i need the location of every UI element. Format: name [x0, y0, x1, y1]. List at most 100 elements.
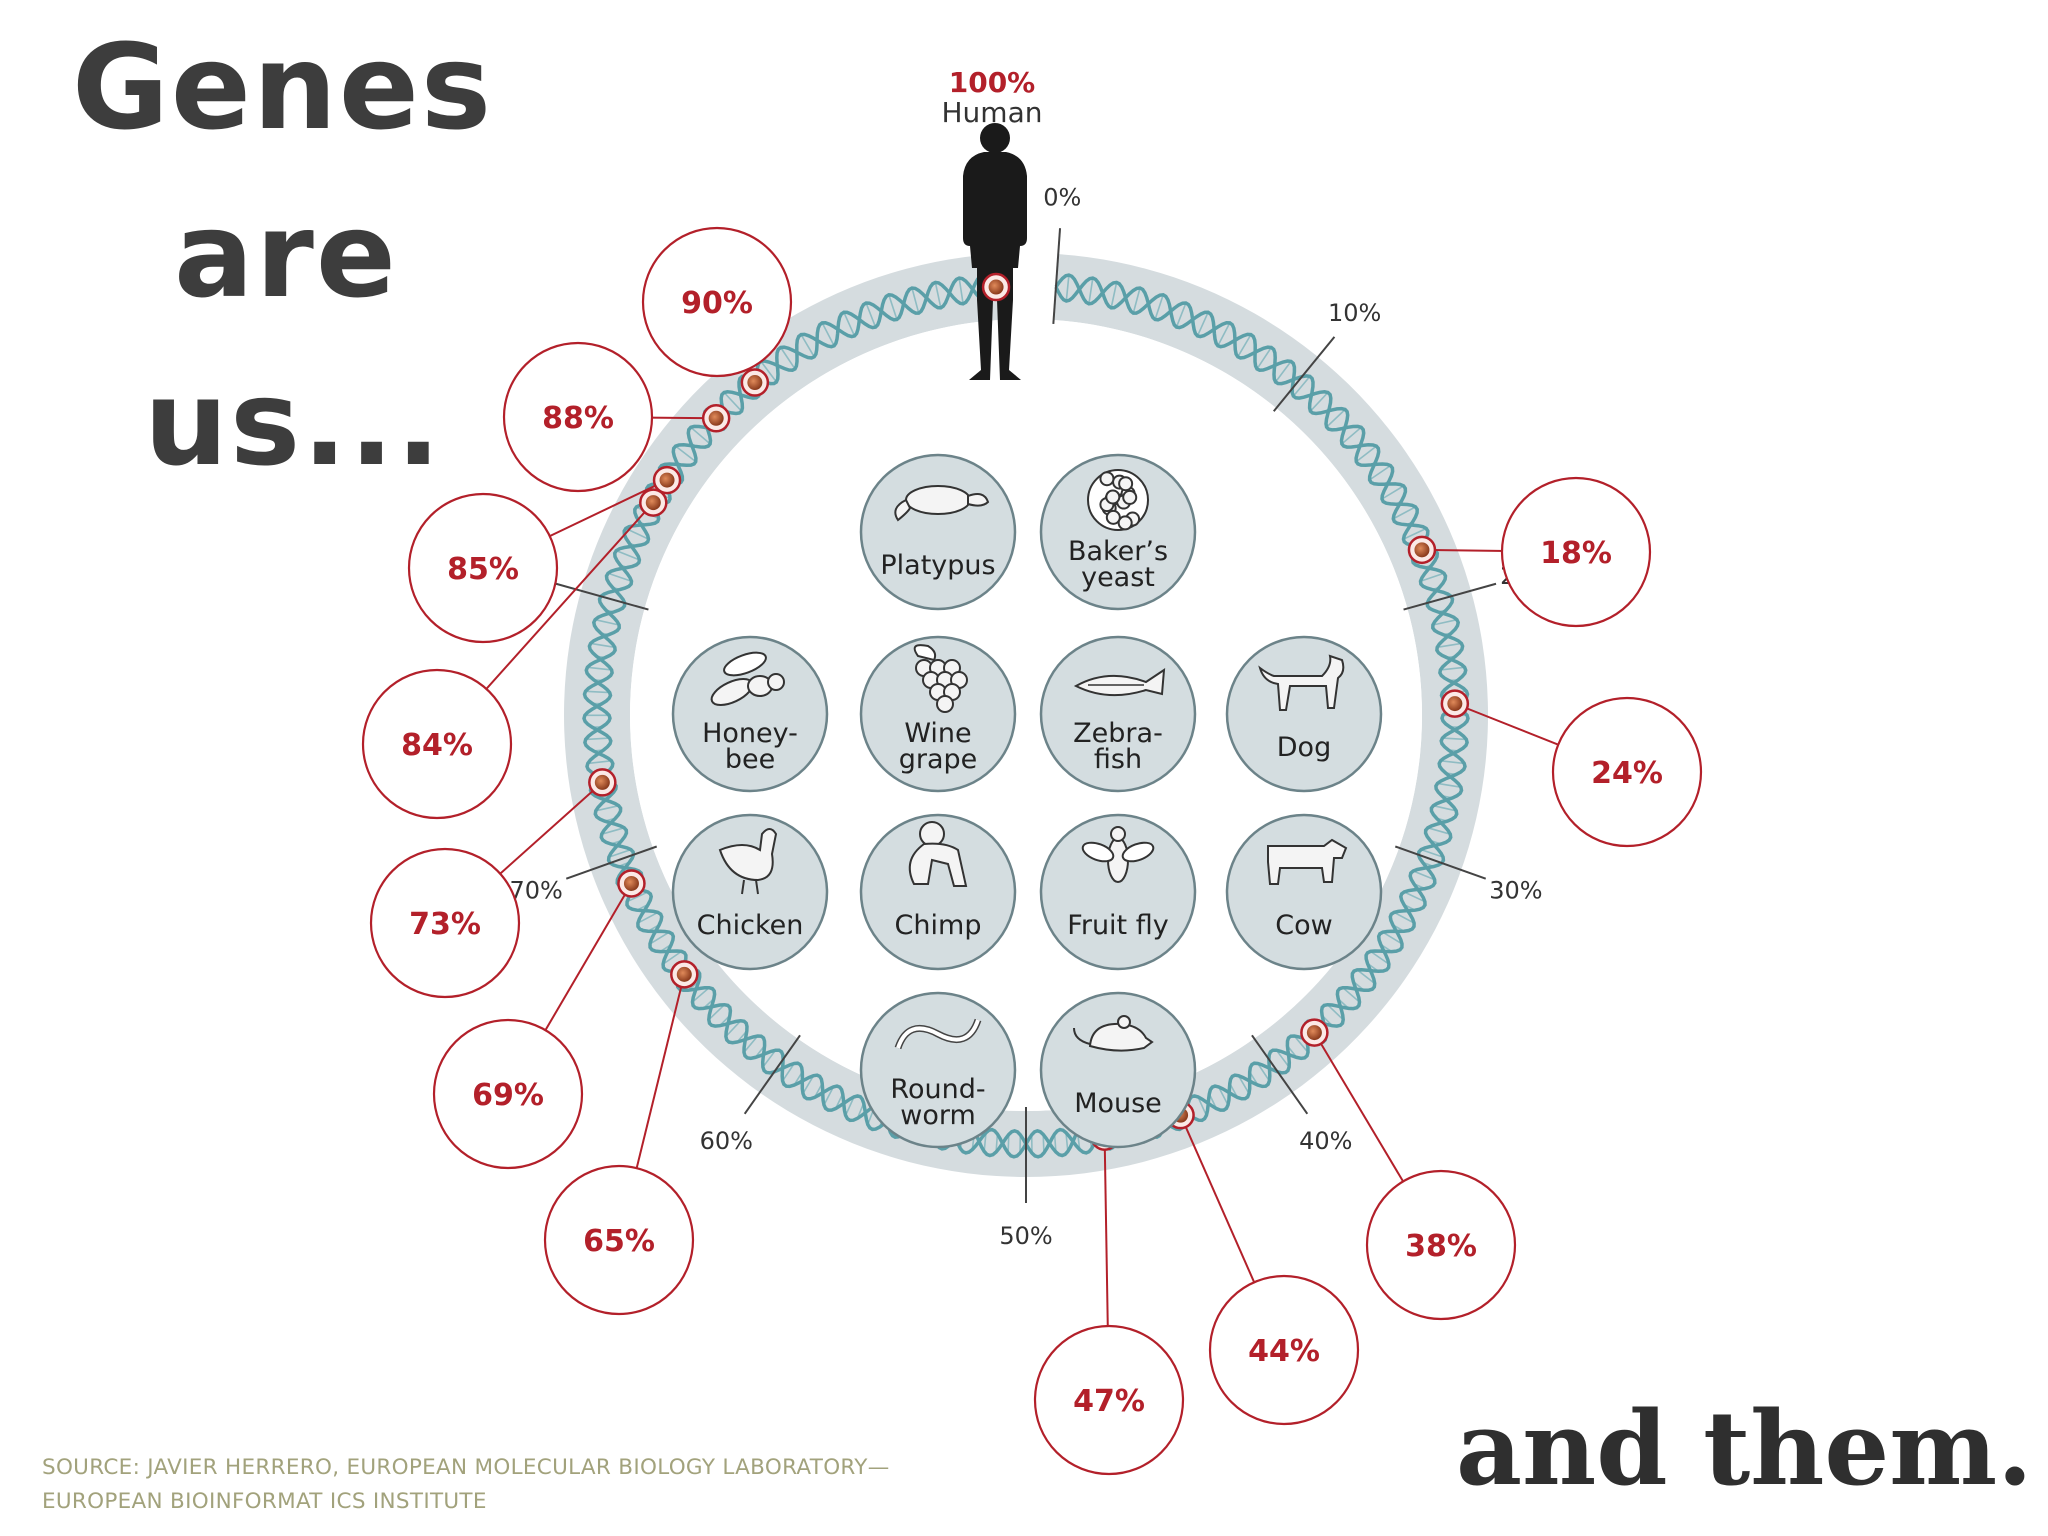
human-percent: 100% — [949, 66, 1036, 99]
organism-disc — [1039, 991, 1197, 1149]
similarity-callout: 69% — [432, 869, 646, 1170]
callout-bubble — [361, 668, 513, 820]
similarity-marker-core — [659, 472, 675, 488]
organism-disc — [859, 453, 1017, 611]
similarity-callout: 84% — [361, 488, 668, 820]
organism-honeybee: Honey-bee — [671, 635, 829, 793]
similarity-marker-core — [747, 375, 763, 391]
organism-label: Baker’s — [1068, 536, 1168, 567]
scale-tick-40 — [1251, 1034, 1309, 1115]
similarity-callout: 90% — [641, 226, 793, 397]
title-line-us: us... — [144, 354, 443, 492]
similarity-callout: 24% — [1440, 689, 1703, 848]
organism-label: Fruit fly — [1067, 910, 1168, 941]
callout-percent: 84% — [401, 728, 473, 763]
similarity-marker-core — [708, 410, 724, 426]
callout-bubble — [641, 226, 793, 378]
organism-disc — [1039, 453, 1197, 611]
ring-inner-disc — [630, 319, 1422, 1111]
callout-percent: 88% — [542, 401, 614, 436]
similarity-callout: 47% — [1033, 1122, 1185, 1476]
organism-label: Round- — [890, 1074, 985, 1105]
organism-disc — [1225, 813, 1383, 971]
similarity-callout: 65% — [543, 960, 699, 1316]
callout-percent: 18% — [1540, 536, 1612, 571]
scale-tick-label: 70% — [509, 876, 562, 904]
similarity-marker-core — [645, 495, 661, 511]
organism-label: yeast — [1081, 562, 1155, 593]
organism-label: Platypus — [880, 550, 995, 581]
source-line-1: SOURCE: JAVIER HERRERO, EUROPEAN MOLECUL… — [42, 1455, 890, 1480]
similarity-marker-core — [594, 774, 610, 790]
similarity-callout: 73% — [369, 768, 617, 999]
human-silhouette-icon — [963, 123, 1027, 380]
organism-zebrafish: Zebra-fish — [1039, 635, 1197, 793]
organism-dog: Dog — [1225, 635, 1383, 793]
mouse-icon — [1073, 1015, 1154, 1052]
title-line-genes: Genes — [72, 18, 494, 156]
similarity-marker-core — [623, 875, 639, 891]
source-credit: SOURCE: JAVIER HERRERO, EUROPEAN MOLECUL… — [42, 1451, 890, 1519]
organism-label: bee — [725, 744, 775, 775]
human-label: Human — [942, 96, 1043, 129]
organism-chimp: Chimp — [859, 813, 1017, 971]
human-marker: 100% Human — [942, 66, 1043, 380]
source-line-2: EUROPEAN BIOINFORMAT ICS INSTITUTE — [42, 1489, 487, 1514]
human-marker-core — [988, 279, 1004, 295]
callout-bubble — [543, 1164, 695, 1316]
organism-fruit-fly: Fruit fly — [1039, 813, 1197, 971]
organism-label: Wine — [904, 718, 971, 749]
organism-disc — [671, 813, 829, 971]
similarity-callout: 38% — [1300, 1018, 1517, 1321]
zebrafish-icon — [1073, 668, 1166, 697]
scale-tick-70 — [565, 845, 658, 880]
organism-disc — [859, 813, 1017, 971]
similarity-callout: 85% — [407, 465, 682, 644]
dog-icon — [1258, 654, 1345, 711]
yeast-icon — [1087, 469, 1149, 531]
callout-percent: 69% — [472, 1078, 544, 1113]
scale-tick-0 — [1052, 228, 1062, 325]
organism-label: Mouse — [1074, 1088, 1162, 1119]
genome-ring — [564, 254, 1488, 1177]
organism-label: fish — [1094, 744, 1142, 775]
similarity-marker-core — [1414, 542, 1430, 558]
scale-tick-label: 10% — [1328, 299, 1381, 327]
scale-tick-label: 50% — [999, 1222, 1052, 1250]
callout-percent: 24% — [1591, 756, 1663, 791]
organism-disc — [1225, 635, 1383, 793]
cow-icon — [1267, 838, 1348, 885]
callout-bubble — [1208, 1274, 1360, 1426]
roundworm-icon — [894, 1018, 982, 1050]
organism-label: Zebra- — [1073, 718, 1163, 749]
scale-tick-10 — [1272, 336, 1336, 412]
title-line-are: are — [174, 186, 398, 324]
callout-bubble — [1551, 696, 1703, 848]
organism-label: Cow — [1275, 910, 1332, 941]
callout-percent: 90% — [681, 286, 753, 321]
chicken-icon — [718, 828, 778, 895]
callout-bubble — [1033, 1324, 1185, 1476]
fruit-fly-icon — [1081, 826, 1155, 883]
grape-icon — [913, 644, 968, 713]
scale-tick-30 — [1394, 845, 1487, 880]
organism-disc — [1039, 813, 1197, 971]
callout-bubble — [432, 1018, 584, 1170]
callout-bubble — [407, 492, 559, 644]
callout-bubble — [502, 341, 654, 493]
organism-mouse: Mouse — [1039, 991, 1197, 1149]
organism-label: Chimp — [895, 910, 982, 941]
organism-cow: Cow — [1225, 813, 1383, 971]
scale-tick-20 — [1403, 582, 1497, 611]
callout-percent: 85% — [447, 552, 519, 587]
organism-platypus: Platypus — [859, 453, 1017, 611]
similarity-marker-core — [1447, 696, 1463, 712]
organism-label: grape — [899, 744, 978, 775]
callout-percent: 47% — [1073, 1384, 1145, 1419]
similarity-marker-core — [676, 966, 692, 982]
organism-label: worm — [900, 1100, 976, 1131]
organism-label: Dog — [1277, 732, 1331, 763]
scale-tick-label: 40% — [1299, 1127, 1352, 1155]
